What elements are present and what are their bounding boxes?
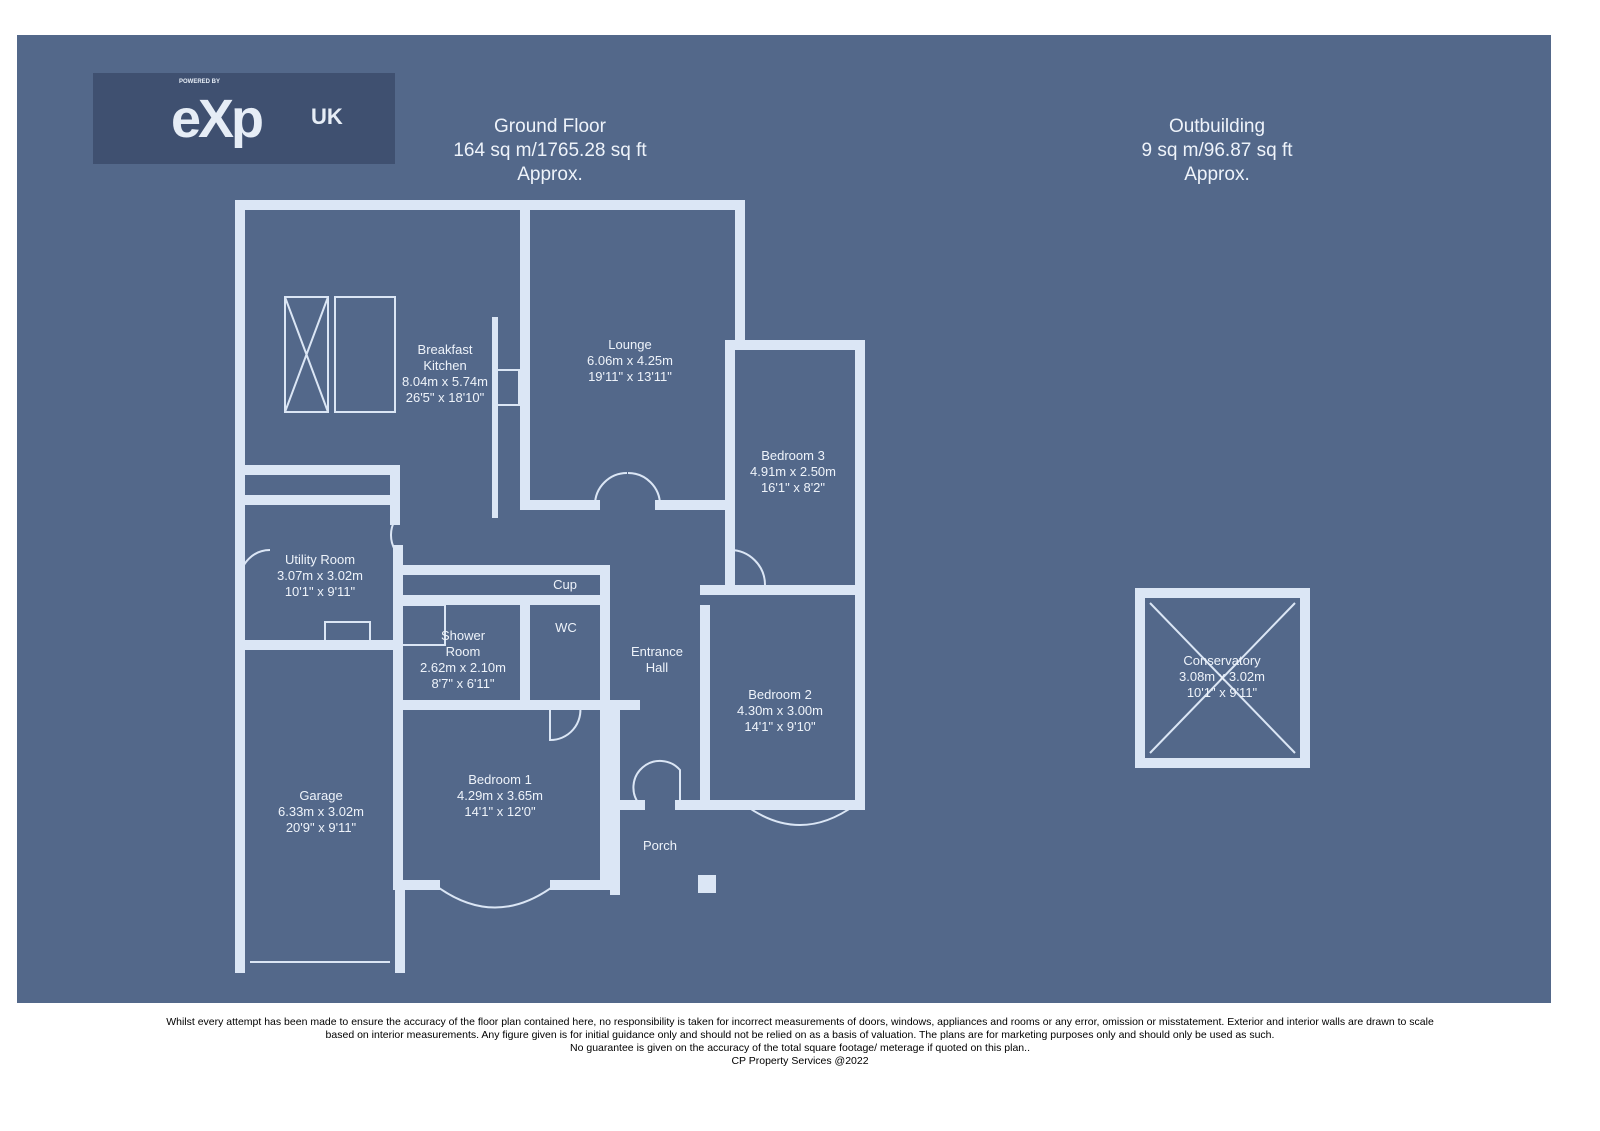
header-title: Outbuilding xyxy=(1168,116,1266,137)
porch-post xyxy=(698,875,716,893)
room-entrance-hall: Entrance Hall xyxy=(627,644,687,676)
bedroom2-wall xyxy=(700,585,865,805)
room-name: Porch xyxy=(643,838,677,853)
room-imperial: 19'11" x 13'11" xyxy=(588,369,672,384)
room-bedroom-1: Bedroom 1 4.29m x 3.65m 14'1" x 12'0" xyxy=(457,772,543,820)
logo-suffix: UK xyxy=(311,104,343,129)
logo-tagline: POWERED BY xyxy=(179,79,221,85)
room-imperial: 10'1" x 9'11" xyxy=(284,584,356,599)
header-title: Ground Floor xyxy=(494,116,606,137)
room-bedroom-2: Bedroom 2 4.30m x 3.00m 14'1" x 9'10" xyxy=(737,687,823,735)
room-name: Lounge xyxy=(608,337,652,352)
copyright: CP Property Services @2022 xyxy=(731,1055,869,1067)
disclaimer-line: No guarantee is given on the accuracy of… xyxy=(570,1042,1030,1054)
header-note: Approx. xyxy=(517,164,583,185)
room-name: Cup xyxy=(553,577,577,592)
room-name: Utility Room xyxy=(284,552,356,567)
room-garage: Garage 6.33m x 3.02m 20'9" x 9'11" xyxy=(278,788,364,836)
room-breakfast-kitchen: Breakfast Kitchen 8.04m x 5.74m 26'5" x … xyxy=(400,342,490,406)
porch-wall xyxy=(600,700,715,895)
room-name: Bedroom 1 xyxy=(468,772,532,787)
room-name: Shower Room xyxy=(440,628,486,659)
room-metric: 3.08m x 3.02m xyxy=(1179,669,1265,684)
door-swing xyxy=(729,549,766,586)
room-bedroom-3: Bedroom 3 4.91m x 2.50m 16'1" x 8'2" xyxy=(750,448,836,496)
disclaimer-line: Whilst every attempt has been made to en… xyxy=(166,1016,1434,1028)
outer-wall xyxy=(235,200,865,810)
hob xyxy=(496,369,520,406)
room-lounge: Lounge 6.06m x 4.25m 19'11" x 13'11" xyxy=(587,337,673,385)
room-name: Conservatory xyxy=(1183,653,1261,668)
bay-window-bedroom1 xyxy=(434,884,556,909)
door-swing xyxy=(549,704,582,742)
kitchen-utility-wall xyxy=(235,465,403,890)
room-metric: 6.06m x 4.25m xyxy=(587,353,673,368)
room-porch: Porch xyxy=(643,838,677,854)
floor-plan-canvas: POWERED BY eXp UK Ground Floor 164 sq m/… xyxy=(17,35,1551,1003)
room-imperial: 20'9" x 9'11" xyxy=(285,820,357,835)
header-area: 9 sq m/96.87 sq ft xyxy=(1141,140,1293,161)
kitchen-island xyxy=(284,296,329,413)
room-name: Garage xyxy=(299,788,343,803)
room-wc: WC xyxy=(555,620,577,636)
room-name: Entrance Hall xyxy=(630,644,684,675)
outbuilding-header: Outbuilding 9 sq m/96.87 sq ft Approx. xyxy=(1067,115,1367,187)
room-imperial: 14'1" x 9'10" xyxy=(744,719,816,734)
room-conservatory: Conservatory 3.08m x 3.02m 10'1" x 9'11" xyxy=(1179,653,1265,701)
door-swing xyxy=(632,759,681,806)
floor-plan-drawing xyxy=(235,200,1310,973)
room-metric: 8.04m x 5.74m xyxy=(402,374,488,389)
room-shower: Shower Room 2.62m x 2.10m 8'7" x 6'11" xyxy=(416,628,511,692)
room-name: WC xyxy=(555,620,577,635)
disclaimer-line: based on interior measurements. Any figu… xyxy=(325,1029,1275,1041)
room-imperial: 14'1" x 12'0" xyxy=(464,804,536,819)
room-metric: 4.91m x 2.50m xyxy=(750,464,836,479)
exp-uk-logo: POWERED BY eXp UK xyxy=(93,73,395,164)
room-cupboard: Cup xyxy=(553,577,577,593)
door-swing xyxy=(594,472,661,506)
room-imperial: 10'1" x 9'11" xyxy=(1186,685,1258,700)
header-area: 164 sq m/1765.28 sq ft xyxy=(453,140,647,161)
kitchen-island-2 xyxy=(334,296,396,413)
room-name: Bedroom 2 xyxy=(748,687,812,702)
shower-walls xyxy=(395,565,640,710)
bedroom1-wall xyxy=(395,700,610,973)
room-metric: 3.07m x 3.02m xyxy=(277,568,363,583)
door-swing xyxy=(239,519,396,581)
shower-tray xyxy=(399,604,446,646)
room-utility: Utility Room 3.07m x 3.02m 10'1" x 9'11" xyxy=(277,552,363,600)
room-imperial: 16'1" x 8'2" xyxy=(760,480,826,495)
room-name: Bedroom 3 xyxy=(761,448,825,463)
room-metric: 2.62m x 2.10m xyxy=(420,660,506,675)
room-metric: 4.30m x 3.00m xyxy=(737,703,823,718)
disclaimer: Whilst every attempt has been made to en… xyxy=(0,1016,1600,1068)
room-imperial: 8'7" x 6'11" xyxy=(431,676,495,691)
header-note: Approx. xyxy=(1184,164,1250,185)
conservatory xyxy=(1135,588,1310,768)
room-name: Breakfast Kitchen xyxy=(417,342,473,373)
room-imperial: 26'5" x 18'10" xyxy=(405,390,485,405)
ground-floor-header: Ground Floor 164 sq m/1765.28 sq ft Appr… xyxy=(400,115,700,187)
hall-wall xyxy=(520,210,735,595)
sink xyxy=(324,621,371,645)
logo-text: eXp xyxy=(171,89,264,149)
room-metric: 4.29m x 3.65m xyxy=(457,788,543,803)
bay-window-bedroom2 xyxy=(744,804,856,826)
room-metric: 6.33m x 3.02m xyxy=(278,804,364,819)
